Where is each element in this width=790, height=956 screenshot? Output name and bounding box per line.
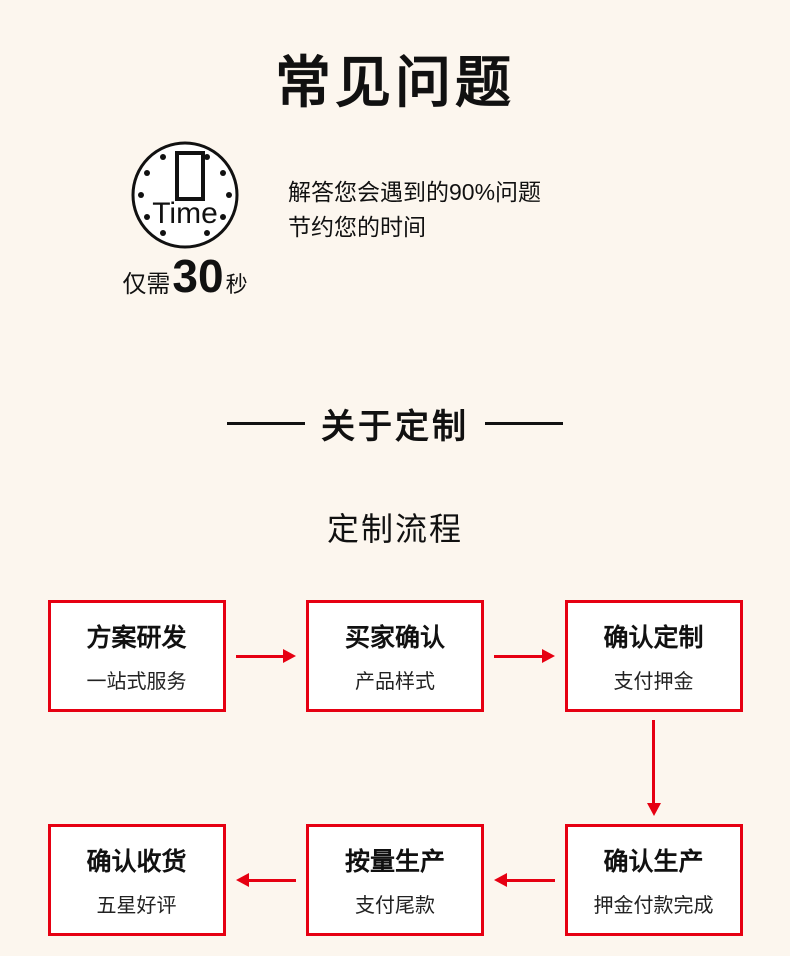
flow-step-box-6: 确认收货 五星好评 <box>47 824 226 936</box>
process-title: 定制流程 <box>326 511 463 547</box>
clock-time-label: Time <box>152 197 218 230</box>
arrow-down-icon <box>646 720 661 816</box>
arrow-head <box>283 649 296 663</box>
arrow-head <box>646 803 661 816</box>
intro-description: 解答您会遇到的90%问题 节约您的时间 <box>288 135 541 303</box>
faq-infographic: 常见问题 Time 仅需 30 秒 <box>0 51 790 936</box>
section-heading: 关于定制 <box>321 408 469 446</box>
duration-number: 30 <box>172 250 224 302</box>
duration-prefix: 仅需 <box>122 271 171 298</box>
process-flowchart: 方案研发 一站式服务 买家确认 产品样式 确认定制 支付押金 <box>47 600 743 936</box>
arrow-head <box>494 873 507 887</box>
step-subtitle: 支付尾款 <box>355 895 435 917</box>
arrow-left-icon <box>494 873 555 887</box>
flow-step-box-5: 按量生产 支付尾款 <box>306 824 484 936</box>
step-subtitle: 押金付款完成 <box>593 895 714 917</box>
step-subtitle: 产品样式 <box>355 671 435 693</box>
clock-icon: Time <box>131 141 239 249</box>
intro-line1: 解答您会遇到的90%问题 <box>288 179 542 205</box>
arrow-shaft <box>248 878 296 882</box>
step-title: 方案研发 <box>86 624 187 652</box>
arrow-shaft <box>507 878 555 882</box>
step-subtitle: 五星好评 <box>96 895 177 917</box>
flow-step-box-3: 确认定制 支付押金 <box>564 600 743 712</box>
arrow-shaft <box>235 654 283 658</box>
intro-line2: 节约您的时间 <box>288 213 426 240</box>
flow-row-2: 确认收货 五星好评 按量生产 支付尾款 确认生产 押金付款完成 <box>47 824 743 936</box>
duration-text: 仅需 30 秒 <box>122 249 247 303</box>
duration-unit: 秒 <box>225 272 248 297</box>
flow-connector-row <box>48 712 743 824</box>
divider-line-left <box>227 422 305 425</box>
flow-step-box-4: 确认生产 押金付款完成 <box>564 824 743 936</box>
arrow-right-icon <box>494 649 555 663</box>
section-divider: 关于定制 <box>0 399 790 448</box>
arrow-head <box>541 649 555 663</box>
step-subtitle: 支付押金 <box>613 671 694 693</box>
clock-block: Time 仅需 30 秒 <box>110 135 260 303</box>
step-title: 按量生产 <box>344 848 445 876</box>
flow-row-1: 方案研发 一站式服务 买家确认 产品样式 确认定制 支付押金 <box>47 600 743 712</box>
intro-block: Time 仅需 30 秒 解答您会遇到的90%问题 节约您的时间 <box>110 135 790 303</box>
step-title: 确认收货 <box>86 848 187 876</box>
step-title: 买家确认 <box>344 624 445 652</box>
arrow-shaft <box>652 720 655 803</box>
arrow-right-icon <box>235 649 296 663</box>
step-subtitle: 一站式服务 <box>86 671 187 693</box>
page-title: 常见问题 <box>275 51 515 114</box>
divider-line-right <box>485 422 563 425</box>
step-title: 确认生产 <box>603 848 704 876</box>
step-title: 确认定制 <box>603 624 704 652</box>
flow-step-box-1: 方案研发 一站式服务 <box>47 600 226 712</box>
flow-step-box-2: 买家确认 产品样式 <box>306 600 484 712</box>
arrow-head <box>235 873 249 887</box>
arrow-left-icon <box>235 873 296 887</box>
arrow-shaft <box>494 654 542 658</box>
